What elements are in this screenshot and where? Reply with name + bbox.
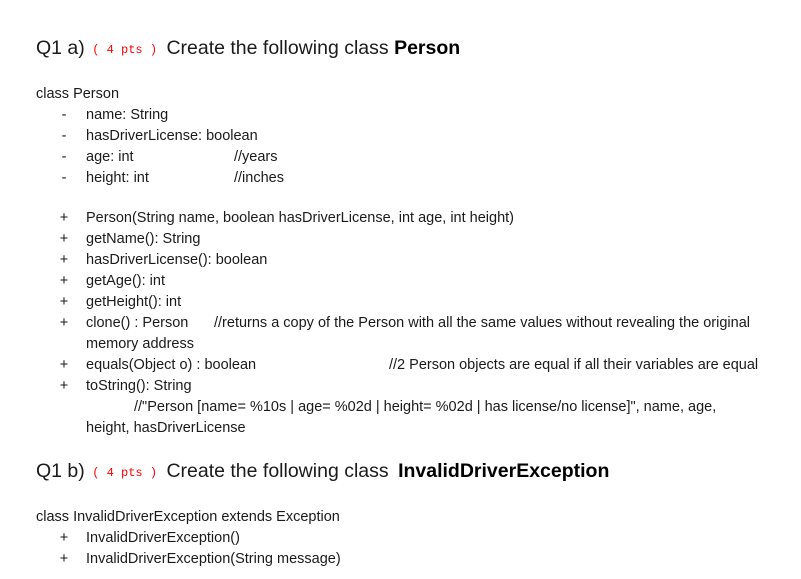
plus-marker-icon: + [59, 210, 69, 226]
minus-marker-icon: - [61, 128, 67, 144]
method-text: InvalidDriverException() [86, 530, 240, 546]
q1b-class-header: class InvalidDriverException extends Exc… [36, 509, 340, 525]
method-text: hasDriverLicense(): boolean [86, 252, 268, 268]
method-comment-continuation: memory address [86, 336, 194, 352]
plus-marker-icon: + [59, 252, 69, 268]
plus-marker-icon: + [59, 530, 69, 546]
method-text: getHeight(): int [86, 294, 182, 310]
field-text: name: String [86, 107, 169, 123]
field-comment: //years [234, 149, 278, 165]
tostring-format-comment: //"Person [name= %10s | age= %02d | heig… [134, 399, 717, 415]
method-text: toString(): String [86, 378, 192, 394]
q1b-points: ( 4 pts ) [92, 466, 158, 480]
minus-marker-icon: - [61, 170, 67, 186]
field-comment: //inches [234, 170, 284, 186]
q1a-points: ( 4 pts ) [92, 43, 158, 57]
plus-marker-icon: + [59, 357, 69, 373]
q1b-class-name: InvalidDriverException [398, 460, 610, 482]
q1a-label: Q1 a) [36, 37, 85, 59]
q1b-label: Q1 b) [36, 460, 85, 482]
method-text: getName(): String [86, 231, 201, 247]
minus-marker-icon: - [61, 149, 67, 165]
method-text: Person(String name, boolean hasDriverLic… [86, 210, 514, 226]
tostring-format-comment-continuation: height, hasDriverLicense [86, 420, 246, 436]
method-text: InvalidDriverException(String message) [86, 551, 341, 567]
q1b-prompt: Create the following class [166, 460, 389, 482]
plus-marker-icon: + [59, 315, 69, 331]
method-text: getAge(): int [86, 273, 165, 289]
q1a-heading: Q1 a) ( 4 pts ) Create the following cla… [36, 37, 460, 60]
plus-marker-icon: + [59, 378, 69, 394]
method-comment: //2 Person objects are equal if all thei… [389, 357, 759, 373]
field-text: hasDriverLicense: boolean [86, 128, 258, 144]
field-text: age: int [86, 149, 134, 165]
plus-marker-icon: + [59, 294, 69, 310]
minus-marker-icon: - [61, 107, 67, 123]
method-comment: //returns a copy of the Person with all … [214, 315, 750, 331]
q1a-prompt: Create the following class [166, 37, 389, 59]
q1a-class-header: class Person [36, 86, 120, 102]
plus-marker-icon: + [59, 231, 69, 247]
method-text: equals(Object o) : boolean [86, 357, 257, 373]
q1a-class-name: Person [394, 37, 461, 59]
plus-marker-icon: + [59, 551, 69, 567]
q1b-heading: Q1 b) ( 4 pts ) Create the following cla… [36, 460, 609, 483]
method-text: clone() : Person [86, 315, 189, 331]
plus-marker-icon: + [59, 273, 69, 289]
field-text: height: int [86, 170, 149, 186]
